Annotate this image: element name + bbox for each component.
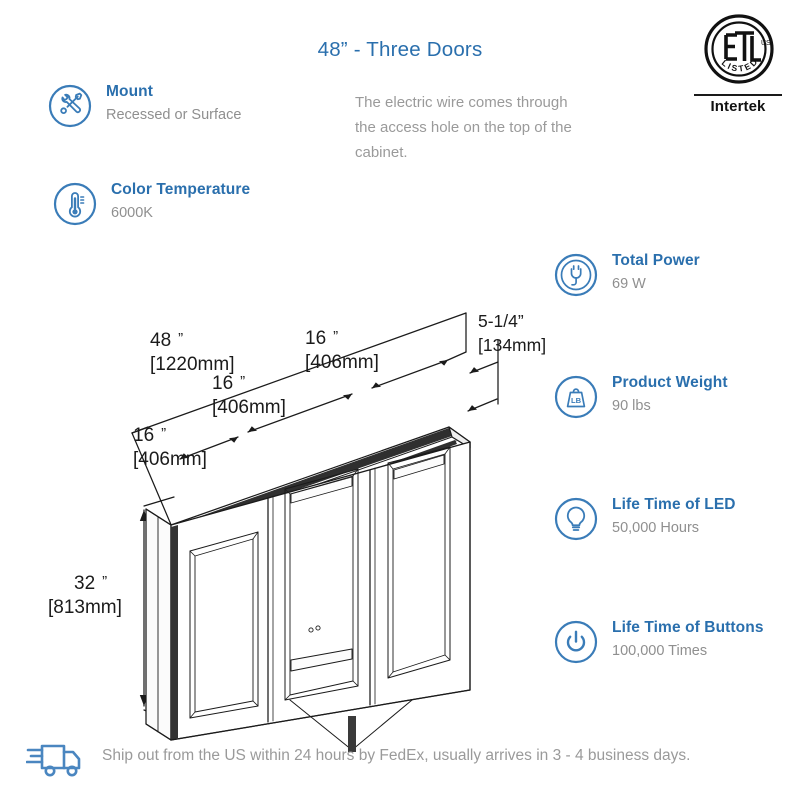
feature-value: Recessed or Surface: [106, 107, 242, 123]
feature-label: Total Power: [612, 252, 700, 269]
dimension-height: 32” [813mm]: [48, 573, 122, 618]
feature-label: Life Time of LED: [612, 496, 736, 513]
door-panel-center: [284, 468, 359, 701]
feature-label: Color Temperature: [111, 181, 251, 198]
intertek-brand: Intertek: [710, 98, 766, 115]
cabinet-front-face: [170, 441, 471, 741]
touch-sensor-dot: [315, 625, 321, 631]
dimension-door-top: 16” [406mm]: [305, 328, 379, 373]
feature-value: 50,000 Hours: [612, 520, 700, 536]
cabinet-left-side: [145, 508, 172, 741]
delivery-truck-icon: [26, 744, 81, 777]
etl-divider: [694, 94, 782, 96]
etl-certification-logo: US LISTED Intertek: [690, 14, 786, 118]
power-plug-icon: [554, 253, 598, 297]
wire-access-note: The electric wire comes through the acce…: [355, 94, 572, 161]
dimension-door-bottom: 16” [406mm]: [133, 425, 207, 470]
weight-icon: LB: [554, 375, 598, 419]
dimension-door-middle: 16” [406mm]: [212, 373, 286, 418]
cabinet-top-face: [170, 426, 471, 541]
feature-label: Life Time of Buttons: [612, 619, 764, 636]
door-panel-left: [189, 531, 259, 719]
feature-value: 6000K: [111, 205, 153, 221]
feature-value: 90 lbs: [612, 398, 651, 414]
touch-sensor-dot: [308, 627, 314, 633]
svg-text:LB: LB: [571, 396, 582, 405]
shipping-info: Ship out from the US within 24 hours by …: [26, 736, 774, 782]
feature-label: Product Weight: [612, 374, 728, 391]
svg-text:US: US: [761, 40, 771, 47]
tools-icon: [48, 84, 92, 128]
light-bulb-icon: [554, 497, 598, 541]
dimension-depth: 5-1/4” [134mm]: [478, 311, 547, 355]
dimension-overall-width: 48” [1220mm]: [150, 330, 235, 375]
feature-value: 100,000 Times: [612, 643, 708, 659]
thermometer-icon: [53, 182, 97, 226]
feature-value: 69 W: [612, 276, 646, 292]
door-panel-right: [387, 446, 451, 679]
page-title: 48” - Three Doors: [317, 38, 483, 61]
etl-listed-icon: US LISTED: [704, 14, 774, 84]
feature-label: Mount: [106, 83, 153, 100]
shipping-text: Ship out from the US within 24 hours by …: [102, 747, 691, 764]
power-button-icon: [554, 620, 598, 664]
